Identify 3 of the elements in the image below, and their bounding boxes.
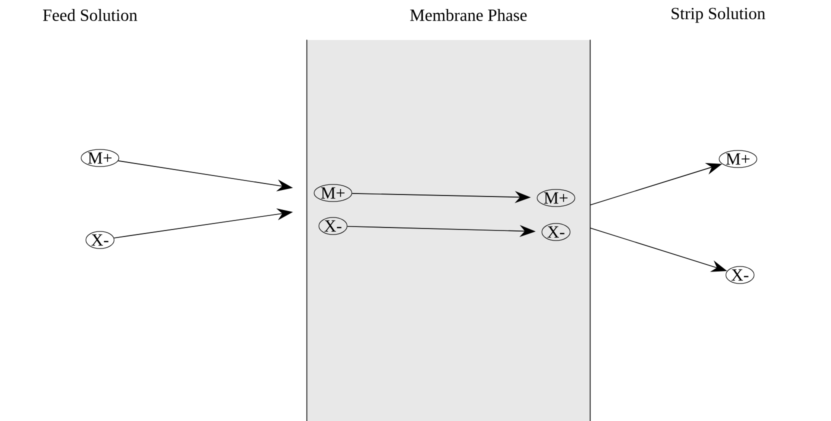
region-label: Feed Solution [43,9,138,21]
node-label: Membrane Phase [410,9,527,21]
region-label: Strip Solution [672,7,766,23]
